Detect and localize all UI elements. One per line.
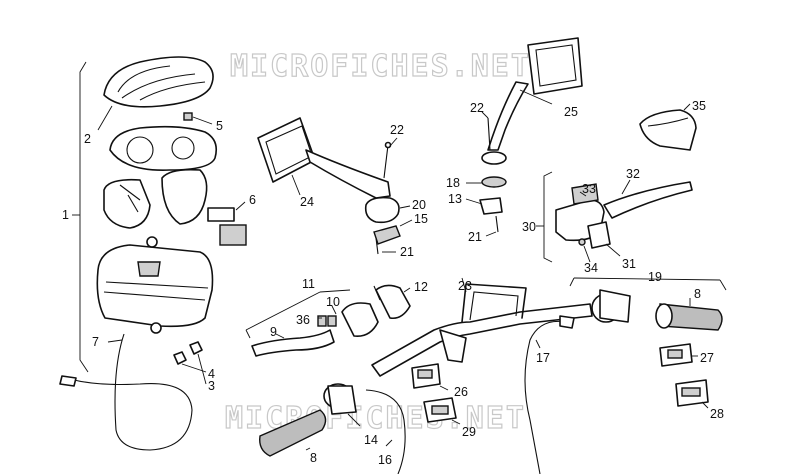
- callout-6: 6: [249, 193, 256, 207]
- callout-17: 17: [536, 351, 550, 365]
- callout-8-right: 8: [694, 287, 701, 301]
- callout-7: 7: [92, 335, 99, 349]
- callout-1: 1: [62, 208, 69, 222]
- callout-21-left: 21: [400, 245, 414, 259]
- callout-12: 12: [414, 280, 428, 294]
- callout-30: 30: [522, 220, 536, 234]
- mount-18: [481, 176, 507, 188]
- callout-21-right: 21: [468, 230, 482, 244]
- handlebar-group: [371, 277, 727, 377]
- cluster-glass: [103, 56, 214, 108]
- callout-34: 34: [584, 261, 598, 275]
- callout-26: 26: [454, 385, 468, 399]
- pouch-35: [639, 109, 697, 151]
- gauge-housing-left: [103, 178, 151, 229]
- callout-27: 27: [700, 351, 714, 365]
- nut-3: [189, 341, 203, 355]
- callout-9: 9: [270, 325, 277, 339]
- callout-20: 20: [412, 198, 426, 212]
- callout-5: 5: [216, 119, 223, 133]
- mirror-right: [527, 37, 583, 95]
- callout-3: 3: [208, 379, 215, 393]
- callout-15: 15: [414, 212, 428, 226]
- handlebar-crossbar: [461, 283, 527, 323]
- clamp-13: [479, 197, 503, 215]
- callout-32: 32: [626, 167, 640, 181]
- gauge-housing-right: [161, 168, 208, 225]
- speedo-cable: [73, 333, 193, 451]
- group-30-bracket: [543, 171, 553, 263]
- nut-4: [173, 351, 187, 365]
- clutch-perch: [341, 302, 379, 338]
- watermark-bottom: MICROFICHES.NET: [225, 401, 526, 436]
- instrument-cluster-group: [59, 56, 247, 451]
- callout-22-left: 22: [390, 123, 404, 137]
- grip-right: [659, 303, 723, 331]
- callout-25: 25: [564, 105, 578, 119]
- handlebar: [371, 303, 593, 377]
- callout-28: 28: [710, 407, 724, 421]
- brake-lever-right: [603, 181, 693, 219]
- group-1-bracket: [79, 61, 89, 373]
- cable-16: [365, 389, 406, 474]
- callout-18: 18: [446, 176, 460, 190]
- watermark-top: MICROFICHES.NET: [230, 49, 531, 84]
- grip-left: [259, 409, 327, 457]
- right-controls-group: [524, 103, 723, 474]
- dial-face: [109, 125, 218, 171]
- callout-36: 36: [296, 313, 310, 327]
- switch-31: [587, 221, 611, 249]
- callout-11: 11: [302, 277, 315, 291]
- callout-19: 19: [648, 270, 662, 284]
- lower-housing: [96, 244, 214, 328]
- mirror-right-arm: [487, 81, 529, 151]
- callout-8-left: 8: [310, 451, 317, 465]
- callout-4: 4: [208, 367, 215, 381]
- callout-33: 33: [582, 182, 596, 196]
- callout-35: 35: [692, 99, 706, 113]
- callout-22-right: 22: [470, 101, 484, 115]
- clamp-15: [373, 225, 401, 245]
- module-6: [207, 207, 235, 222]
- adapter-20: [364, 196, 400, 224]
- callout-31: 31: [622, 257, 636, 271]
- callout-24: 24: [300, 195, 314, 209]
- callout-23: 23: [458, 279, 472, 293]
- mirrors-group: [257, 37, 583, 255]
- module-6-block: [219, 224, 247, 246]
- callout-13: 13: [448, 192, 462, 206]
- callout-2: 2: [84, 132, 91, 146]
- callout-14: 14: [364, 433, 378, 447]
- screw-5: [183, 112, 193, 121]
- mirror-left-arm: [305, 149, 391, 199]
- callout-10: 10: [326, 295, 340, 309]
- clutch-lever: [251, 329, 335, 357]
- clamp-12: [375, 284, 411, 320]
- callout-labels: 1 2 3 4 5 6 7 8 8 9 10 11 12 13 14 15 16…: [62, 99, 724, 467]
- cable-17: [524, 320, 567, 474]
- callout-16: 16: [378, 453, 392, 467]
- left-controls-group: [245, 284, 461, 474]
- callout-29: 29: [462, 425, 476, 439]
